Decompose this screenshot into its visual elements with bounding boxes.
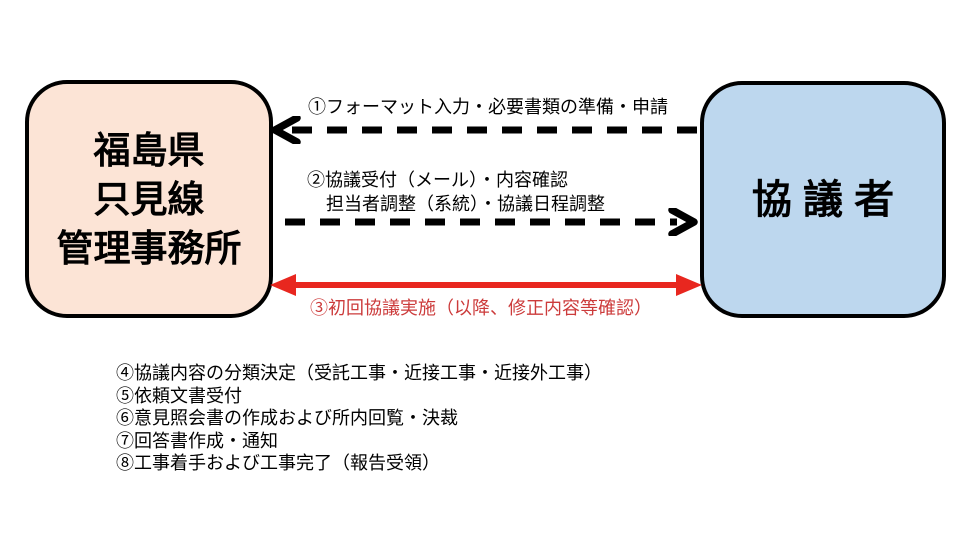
negotiator-box: 協 議 者	[700, 81, 946, 318]
arrow2-label-line1: ②協議受付（メール）・内容確認	[307, 170, 568, 190]
request-arrow-dashed-left	[271, 116, 698, 144]
reception-arrow-dashed-right	[285, 208, 698, 236]
meeting-arrow-red-double	[270, 274, 702, 296]
office-box-line-1: 福島県	[93, 129, 205, 171]
negotiator-box-label: 協 議 者	[751, 177, 895, 222]
step-6: ⑥意見照会書の作成および所内回覧・決裁	[116, 408, 458, 428]
arrow1-label: ①フォーマット入力・必要書類の準備・申請	[308, 97, 668, 117]
step-7: ⑦回答書作成・通知	[116, 430, 278, 451]
office-box-line-3: 管理事務所	[56, 227, 242, 269]
office-box: 福島県 只見線 管理事務所	[25, 80, 273, 318]
step-4: ④協議内容の分類決定（受託工事・近接工事・近接外工事）	[116, 363, 602, 383]
process-step-list: ④協議内容の分類決定（受託工事・近接工事・近接外工事） ⑤依頼文書受付 ⑥意見照…	[116, 362, 602, 475]
arrow2-label-line2: 担当者調整（系統）・協議日程調整	[326, 194, 605, 214]
step-5: ⑤依頼文書受付	[116, 385, 242, 406]
arrow2-label: ②協議受付（メール）・内容確認 担当者調整（系統）・協議日程調整	[307, 168, 605, 216]
office-box-line-2: 只見線	[93, 178, 205, 220]
arrow3-label: ③初回協議実施（以降、修正内容等確認）	[310, 298, 652, 318]
step-8: ⑧工事着手および工事完了（報告受領）	[116, 453, 440, 473]
